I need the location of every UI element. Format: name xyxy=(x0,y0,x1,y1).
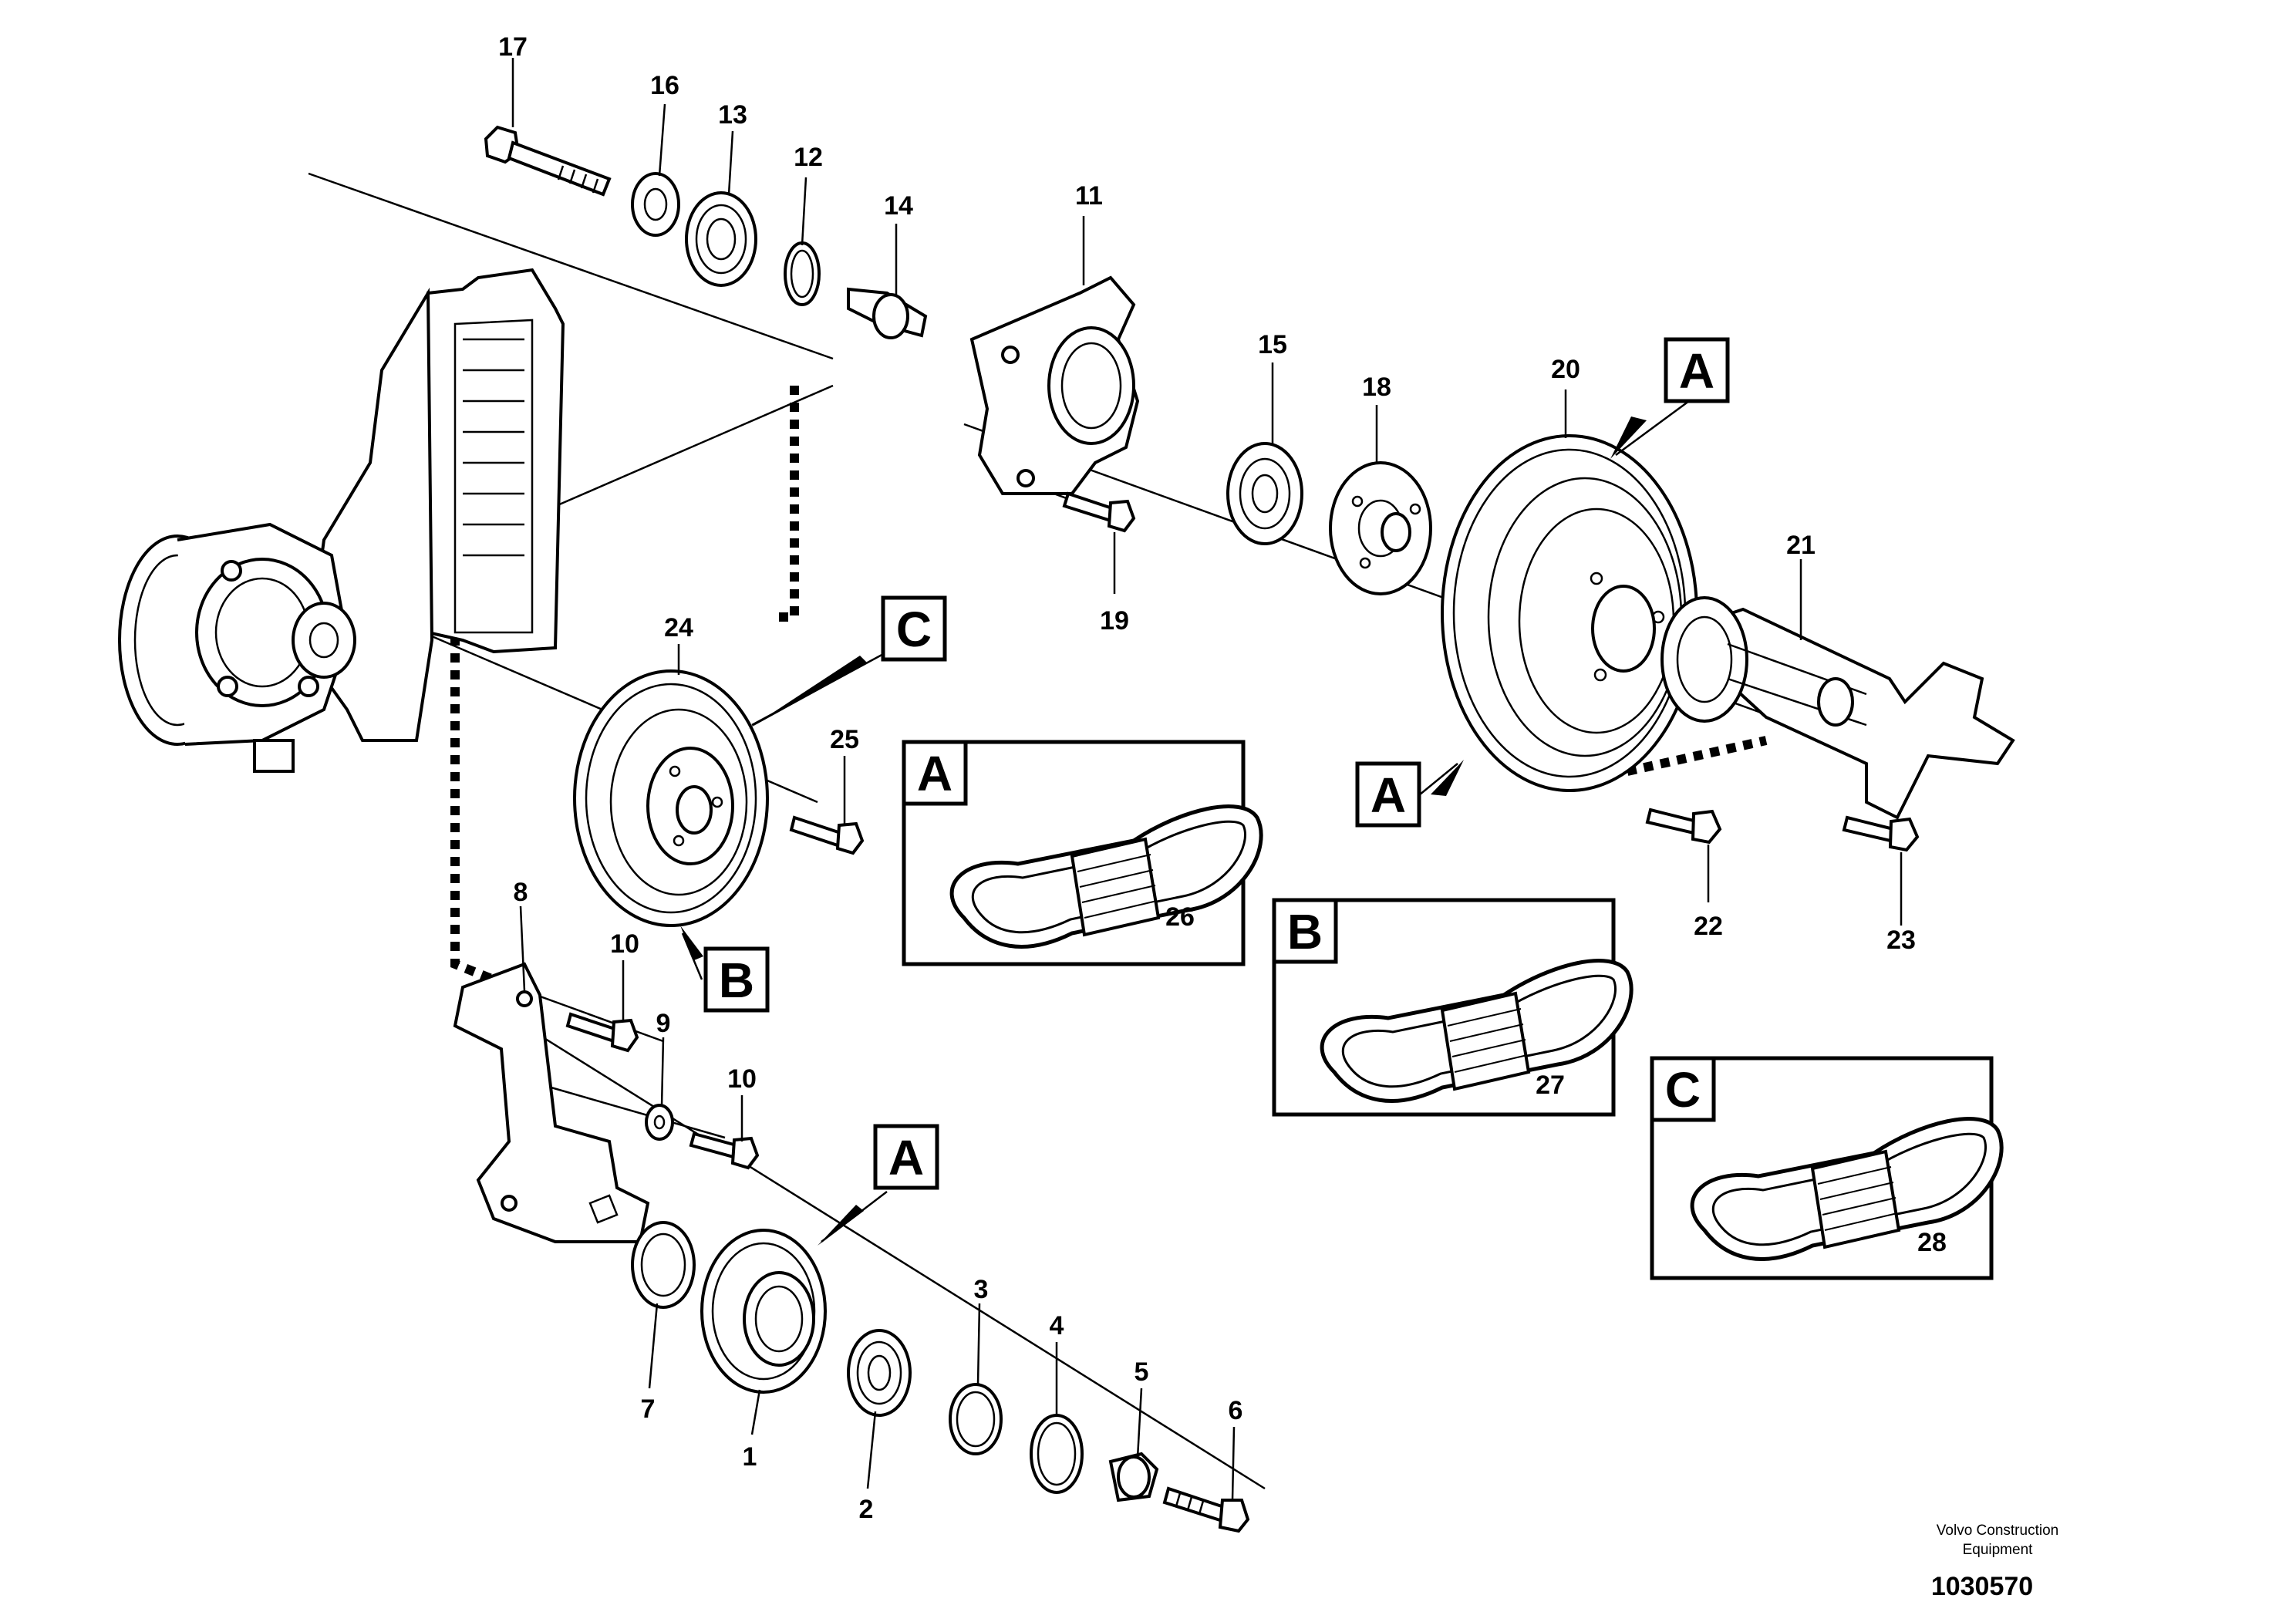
bolt-25 xyxy=(789,815,865,855)
callout-letter-a-lower: A xyxy=(1355,761,1421,828)
callout-leaders xyxy=(511,58,1930,1501)
washer-16 xyxy=(631,172,680,237)
callout-letter-a-bottom: A xyxy=(873,1124,939,1190)
label-3: 3 xyxy=(974,1275,989,1304)
label-22: 22 xyxy=(1694,912,1723,941)
document-number: 1030570 xyxy=(1931,1572,2033,1601)
circlip-4 xyxy=(1030,1414,1084,1494)
label-28: 28 xyxy=(1917,1228,1947,1257)
label-21: 21 xyxy=(1786,531,1816,560)
credit-line-2: Equipment xyxy=(1963,1542,2034,1558)
spacer-14 xyxy=(847,287,928,339)
label-5: 5 xyxy=(1135,1357,1149,1387)
engine-housing xyxy=(118,268,565,773)
label-7: 7 xyxy=(641,1394,656,1424)
label-18: 18 xyxy=(1362,373,1391,402)
bolt-19 xyxy=(1062,491,1136,533)
label-24: 24 xyxy=(664,613,693,642)
bolt-6 xyxy=(1162,1486,1250,1533)
bolt-10-lower xyxy=(689,1131,760,1170)
bolt-22 xyxy=(1645,808,1722,845)
bolt-17 xyxy=(484,125,612,197)
label-23: 23 xyxy=(1886,926,1916,955)
label-2: 2 xyxy=(859,1495,874,1524)
tensioner-21 xyxy=(1660,596,2015,820)
svg-text:B: B xyxy=(719,953,754,1008)
label-13: 13 xyxy=(718,100,747,130)
svg-text:A: A xyxy=(1679,343,1714,399)
hub-18 xyxy=(1329,461,1432,595)
ring-3 xyxy=(949,1383,1003,1455)
footer: Volvo Construction Equipment 1030570 xyxy=(1931,1523,2058,1601)
dashed-leaders xyxy=(450,386,1768,984)
label-26: 26 xyxy=(1165,902,1195,932)
label-25: 25 xyxy=(830,725,859,754)
callout-letter-a-top: A xyxy=(1664,337,1730,403)
pulley-24 xyxy=(573,669,769,927)
callout-letter-b: B xyxy=(703,946,770,1013)
label-15: 15 xyxy=(1258,330,1287,359)
svg-text:A: A xyxy=(888,1130,924,1185)
label-19: 19 xyxy=(1100,606,1129,636)
pulley-20 xyxy=(1441,434,1698,792)
label-16: 16 xyxy=(650,71,679,100)
label-6: 6 xyxy=(1229,1396,1243,1425)
washer-9 xyxy=(645,1104,674,1141)
label-4: 4 xyxy=(1050,1311,1064,1340)
spacer-5 xyxy=(1108,1452,1159,1502)
bolt-10-upper xyxy=(565,1012,639,1053)
bearing-2 xyxy=(847,1329,912,1417)
label-9: 9 xyxy=(656,1009,671,1038)
detail-box-c: C 28 xyxy=(1650,1056,2001,1280)
washer-7 xyxy=(631,1221,696,1309)
label-27: 27 xyxy=(1536,1071,1565,1100)
label-12: 12 xyxy=(794,143,823,172)
callout-letter-c: C xyxy=(881,595,947,662)
detail-box-b-letter: B xyxy=(1287,904,1323,959)
credit-line-1: Volvo Construction xyxy=(1937,1523,2058,1539)
label-17: 17 xyxy=(498,32,528,62)
label-20: 20 xyxy=(1551,355,1580,384)
label-10-lower: 10 xyxy=(727,1064,757,1094)
detail-box-b: B 27 xyxy=(1272,898,1631,1117)
svg-text:C: C xyxy=(896,602,932,657)
pulley-1 xyxy=(700,1229,827,1394)
bracket-11 xyxy=(969,275,1140,495)
svg-text:A: A xyxy=(1371,767,1406,823)
detail-box-a-letter: A xyxy=(917,746,952,801)
label-1: 1 xyxy=(743,1442,757,1472)
bracket-8 xyxy=(453,962,650,1243)
circlip-12 xyxy=(784,241,821,306)
bearing-13 xyxy=(685,191,757,287)
label-14: 14 xyxy=(884,191,913,221)
detail-box-a: A 26 xyxy=(902,740,1261,966)
detail-box-c-letter: C xyxy=(1665,1062,1701,1118)
label-8: 8 xyxy=(514,878,528,907)
part-number-labels: 17 16 13 12 14 11 15 18 20 21 19 24 25 2… xyxy=(498,32,1916,1524)
label-11: 11 xyxy=(1075,181,1103,211)
label-10-upper: 10 xyxy=(610,929,639,959)
bolt-23 xyxy=(1842,815,1920,852)
bearing-15 xyxy=(1226,442,1303,545)
